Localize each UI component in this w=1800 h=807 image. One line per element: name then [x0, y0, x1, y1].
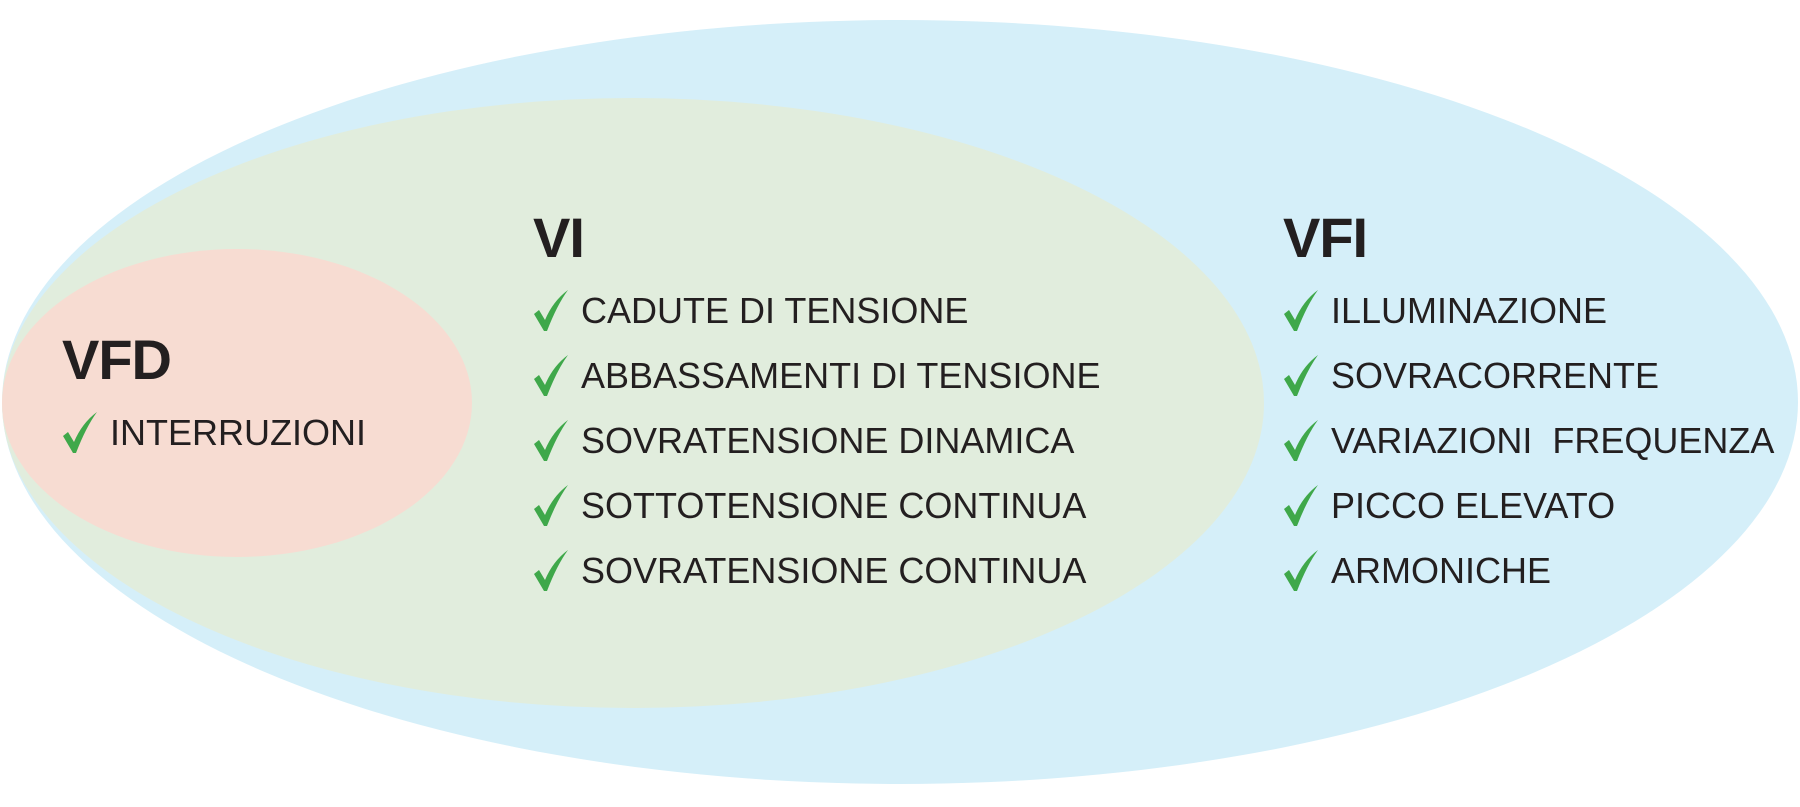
vfi-group: VFI ILLUMINAZIONE SOVRACORRENTE VARIAZIONI…	[1283, 208, 1774, 603]
vfi-item-label: SOVRACORRENTE	[1331, 354, 1660, 396]
vfd-title: VFD	[62, 328, 172, 391]
vfi-items: ILLUMINAZIONE SOVRACORRENTE VARIAZIONI FRE…	[1283, 278, 1774, 603]
vfd-group: VFD INTERRUZIONI	[62, 330, 366, 465]
vi-item-label: ABBASSAMENTI DI TENSIONE	[581, 354, 1101, 396]
vi-item-label: CADUTE DI TENSIONE	[581, 289, 969, 331]
vi-list-item: CADUTE DI TENSIONE	[533, 278, 1100, 343]
check-icon	[1283, 354, 1319, 398]
vfd-list-item: INTERRUZIONI	[62, 400, 366, 465]
vfi-list-item: SOVRACORRENTE	[1283, 343, 1774, 408]
vi-items: CADUTE DI TENSIONE ABBASSAMENTI DI TENSIO…	[533, 278, 1100, 603]
vfi-list-item: VARIAZIONI FREQUENZA	[1283, 408, 1774, 473]
check-icon	[1283, 484, 1319, 528]
vfd-item-label: INTERRUZIONI	[110, 411, 366, 453]
vfi-item-label: ILLUMINAZIONE	[1331, 289, 1608, 331]
vi-item-label: SOTTOTENSIONE CONTINUA	[581, 484, 1087, 526]
vi-item-label: SOVRATENSIONE DINAMICA	[581, 419, 1075, 461]
vi-list-item: SOTTOTENSIONE CONTINUA	[533, 473, 1100, 538]
check-icon	[1283, 289, 1319, 333]
vi-group: VI CADUTE DI TENSIONE ABBASSAMENTI DI TEN…	[533, 208, 1100, 603]
vi-list-item: SOVRATENSIONE DINAMICA	[533, 408, 1100, 473]
vfi-title: VFI	[1283, 206, 1368, 269]
vfi-list-item: ILLUMINAZIONE	[1283, 278, 1774, 343]
check-icon	[533, 484, 569, 528]
check-icon	[533, 419, 569, 463]
vfd-ellipse	[2, 249, 472, 557]
vfi-list-item: PICCO ELEVATO	[1283, 473, 1774, 538]
check-icon	[533, 549, 569, 593]
vi-list-item: SOVRATENSIONE CONTINUA	[533, 538, 1100, 603]
check-icon	[533, 354, 569, 398]
vfd-items: INTERRUZIONI	[62, 400, 366, 465]
check-icon	[1283, 419, 1319, 463]
vfi-item-label: ARMONICHE	[1331, 549, 1552, 591]
vi-list-item: ABBASSAMENTI DI TENSIONE	[533, 343, 1100, 408]
check-icon	[533, 289, 569, 333]
vfi-list-item: ARMONICHE	[1283, 538, 1774, 603]
vfi-item-label: PICCO ELEVATO	[1331, 484, 1616, 526]
vfi-item-label: VARIAZIONI FREQUENZA	[1331, 419, 1775, 461]
vi-item-label: SOVRATENSIONE CONTINUA	[581, 549, 1087, 591]
check-icon	[1283, 549, 1319, 593]
vi-title: VI	[533, 206, 585, 269]
check-icon	[62, 411, 98, 455]
